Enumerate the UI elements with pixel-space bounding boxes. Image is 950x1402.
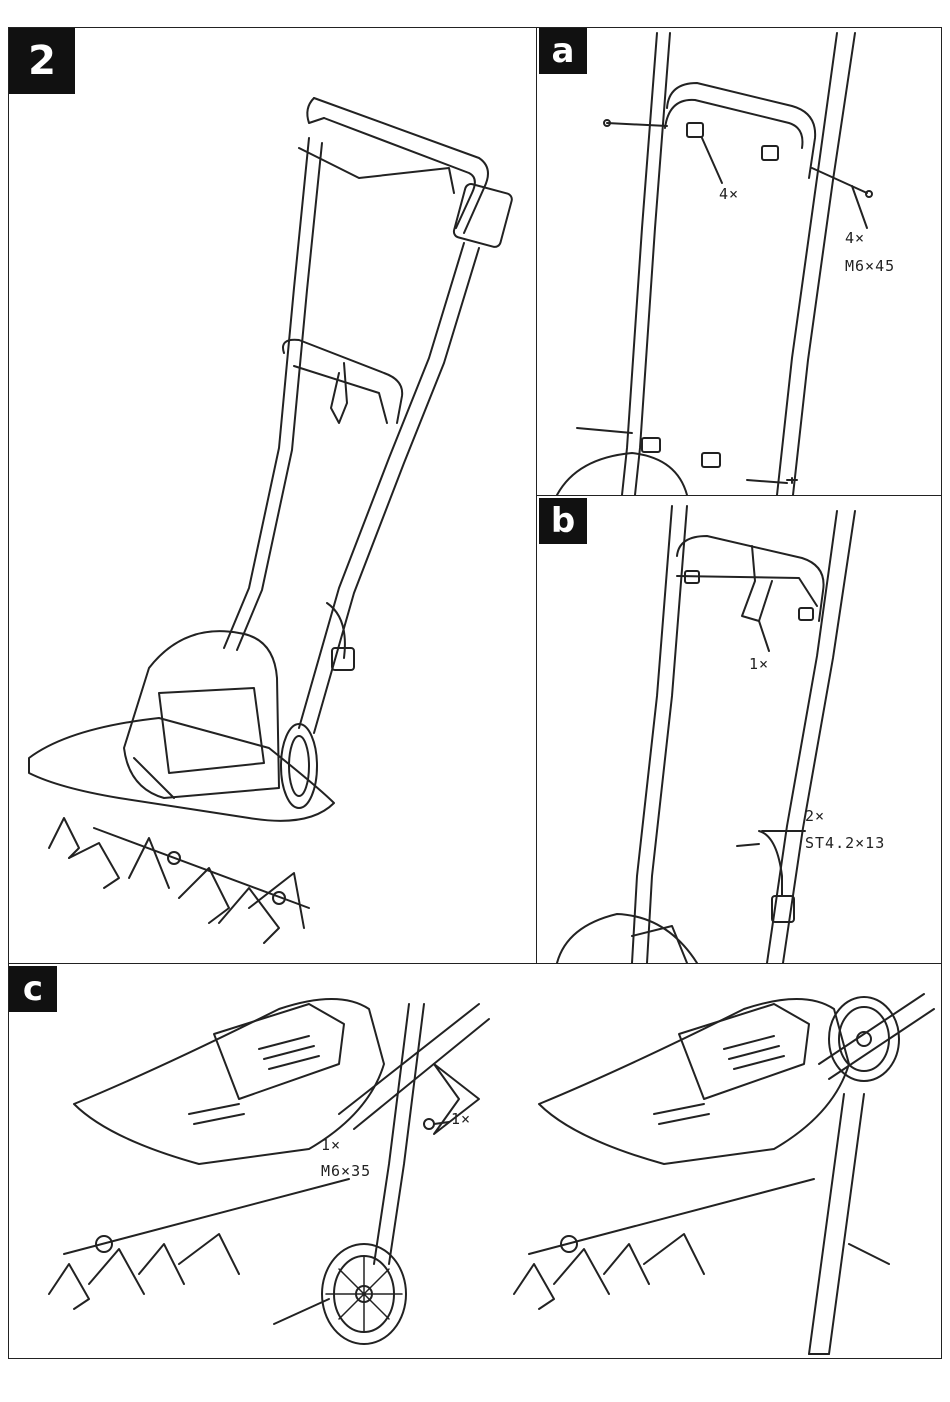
callout-clip-qty: 1× xyxy=(749,655,769,673)
callout-bolt-size: M6×35 xyxy=(321,1162,371,1180)
tiller-assembled-illustration xyxy=(9,28,536,963)
callout-bracket-qty: 4× xyxy=(719,185,739,203)
panel-c-illustration xyxy=(9,964,941,1358)
callout-nut-qty: 1× xyxy=(451,1110,471,1128)
callout-screw-size: ST4.2×13 xyxy=(805,834,885,852)
panel-b: b 1× 2× ST xyxy=(537,496,942,963)
panel-a: a xyxy=(537,28,942,495)
callout-screw-qty: 2× xyxy=(805,807,825,825)
callout-bolt-qty: 4× xyxy=(845,229,865,247)
panel-b-illustration xyxy=(537,496,942,963)
callout-bolt-qty: 1× xyxy=(321,1136,341,1154)
panel-c: c xyxy=(9,964,941,1358)
callout-bolt-size: M6×45 xyxy=(845,257,895,275)
panel-overview: 2 xyxy=(9,28,536,963)
